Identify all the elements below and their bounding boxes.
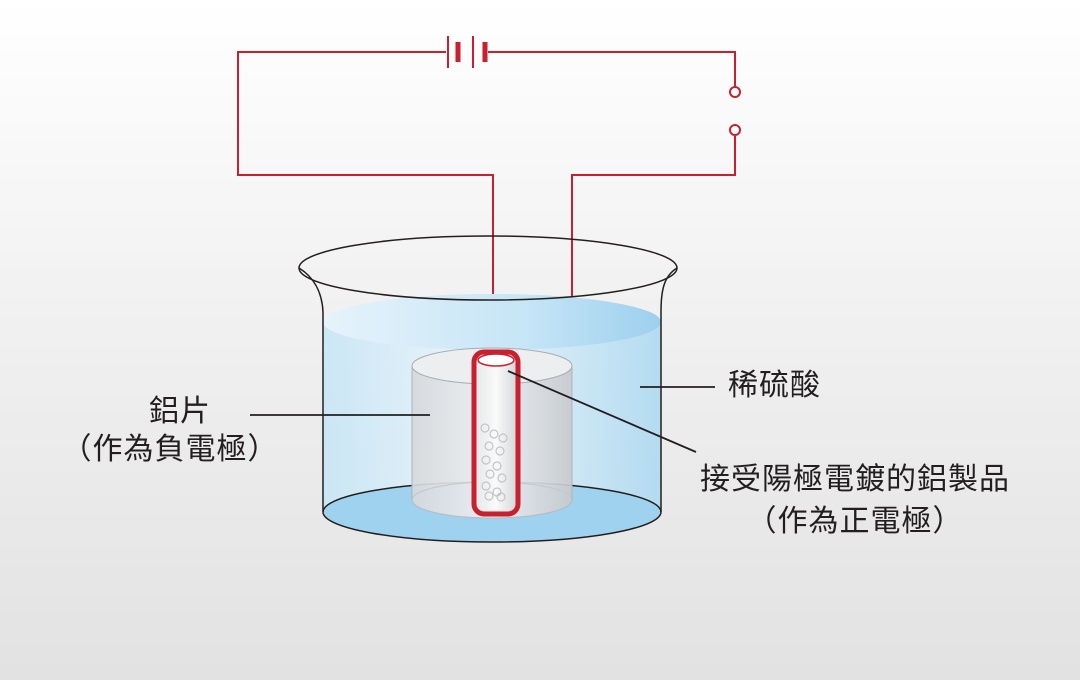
- top-right-wire: [488, 51, 736, 86]
- battery-icon: [447, 36, 488, 68]
- workpiece-leader: [507, 370, 697, 453]
- acid-label: 稀硫酸: [728, 368, 821, 403]
- workpiece-label: 接受陽極電鍍的鋁製品: [700, 462, 1010, 497]
- liquid-surface: [323, 294, 661, 350]
- aluminum-sheet-role-label: （作為負電極）: [61, 432, 279, 467]
- switch-icon: [729, 86, 741, 136]
- aluminum-workpiece: [471, 349, 521, 517]
- right-wire: [571, 136, 736, 340]
- gas-bubbles: [480, 423, 508, 502]
- beaker-rim: [298, 235, 678, 301]
- leader-lines: [250, 370, 715, 453]
- left-wire: [237, 51, 494, 340]
- beaker-glass: [298, 235, 678, 512]
- beaker-right-wall: [660, 267, 678, 512]
- aluminum-sheet-label: 鋁片: [149, 394, 211, 429]
- circuit-wire: [237, 51, 736, 340]
- beaker-left-wall: [298, 267, 324, 512]
- workpiece-role-label: （作為正電極）: [746, 504, 964, 539]
